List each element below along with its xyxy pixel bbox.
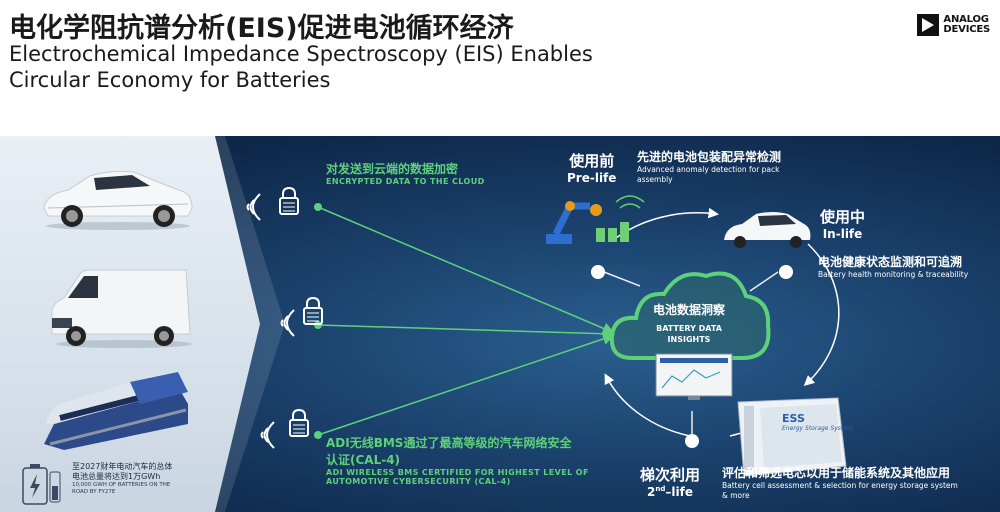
in-life-node bbox=[779, 265, 793, 279]
dashboard-screen bbox=[655, 353, 733, 400]
battery-note-cn-line2: 电池总量将达到1万GWh bbox=[72, 472, 161, 481]
second-life-desc-en-line2: & more bbox=[722, 491, 750, 500]
insights-en-line1: BATTERY DATA bbox=[656, 324, 722, 333]
battery-total-note: 至2027财年电动汽车的总体 电池总量将达到1万GWh 10,000 GWh o… bbox=[72, 462, 212, 496]
in-life-car-image bbox=[724, 212, 811, 248]
in-life-desc-en: Battery health monitoring & traceability bbox=[818, 270, 969, 279]
pre-life-node bbox=[591, 265, 605, 279]
pre-life-desc-cn: 先进的电池包装配异常检测 bbox=[637, 150, 782, 164]
pre-life-desc-en-line2: assembly bbox=[637, 175, 673, 184]
robot-arm-icon bbox=[546, 195, 645, 244]
ess-label: ESS Energy Storage System bbox=[782, 412, 853, 432]
in-life-cn: 使用中 bbox=[820, 208, 866, 226]
second-life-desc-cn: 评估和筛选电芯以用于储能系统及其他应用 bbox=[722, 466, 951, 480]
in-life-title: 使用中 In-life bbox=[820, 206, 865, 241]
battery-data-insights-label: 电池数据洞察 BATTERY DATA INSIGHTS bbox=[648, 301, 730, 345]
bms-en-line1: ADI WIRELESS BMS CERTIFIED FOR HIGHEST L… bbox=[326, 468, 589, 477]
second-life-en: 2nd–life bbox=[647, 485, 693, 499]
pre-life-en: Pre-life bbox=[567, 171, 617, 185]
second-life-cn: 梯次利用 bbox=[640, 466, 701, 484]
bms-cn-line1: ADI无线BMS通过了最高等级的汽车网络安全 bbox=[326, 436, 572, 450]
ess-container-image bbox=[737, 397, 847, 477]
wireless-bms-label: ADI无线BMS通过了最高等级的汽车网络安全 认证(CAL-4) ADI WIR… bbox=[326, 434, 589, 486]
encrypted-data-en: ENCRYPTED DATA TO THE CLOUD bbox=[326, 177, 485, 186]
second-life-description: 评估和筛选电芯以用于储能系统及其他应用 Battery cell assessm… bbox=[722, 464, 958, 501]
title-english-line1: Electrochemical Impedance Spectroscopy (… bbox=[9, 42, 593, 66]
title-chinese: 电化学阻抗谱分析(EIS)促进电池循环经济 bbox=[9, 13, 514, 44]
train-image bbox=[44, 372, 188, 450]
battery-note-en-line1: 10,000 GWh of batteries on the bbox=[72, 482, 171, 488]
van-image bbox=[51, 269, 192, 348]
in-life-desc-cn: 电池健康状态监测和可追溯 bbox=[818, 255, 963, 269]
second-life-desc-en-line1: Battery cell assessment & selection for … bbox=[722, 481, 958, 490]
adi-logo-icon bbox=[917, 14, 940, 36]
lock-icon bbox=[289, 408, 309, 437]
analog-devices-logo: ANALOG DEVICES bbox=[917, 14, 990, 36]
ess-subtitle: Energy Storage System bbox=[782, 425, 853, 432]
in-life-en: In-life bbox=[822, 227, 863, 241]
second-life-title: 梯次利用 2nd–life bbox=[640, 464, 700, 499]
pre-life-description: 先进的电池包装配异常检测 Advanced anomaly detection … bbox=[637, 148, 781, 185]
pre-life-cn: 使用前 bbox=[569, 152, 615, 170]
ess-title: ESS bbox=[782, 412, 805, 425]
wifi-icon bbox=[260, 421, 275, 449]
logo-text-line2: DEVICES bbox=[943, 24, 990, 35]
wifi-icon bbox=[280, 309, 295, 337]
battery-note-cn-line1: 至2027财年电动汽车的总体 bbox=[72, 462, 173, 471]
insights-en-line2: INSIGHTS bbox=[667, 335, 711, 344]
title-english-line2: Circular Economy for Batteries bbox=[9, 68, 331, 92]
logo-text-line1: ANALOG bbox=[943, 14, 989, 25]
pre-life-title: 使用前 Pre-life bbox=[567, 150, 616, 185]
insights-cn: 电池数据洞察 bbox=[652, 303, 725, 317]
encrypted-data-label: 对发送到云端的数据加密 ENCRYPTED DATA TO THE CLOUD bbox=[326, 160, 485, 186]
data-flow-lines bbox=[314, 203, 615, 439]
main-diagram: 至2027财年电动汽车的总体 电池总量将达到1万GWh 10,000 GWh o… bbox=[0, 136, 1000, 512]
encrypted-data-cn: 对发送到云端的数据加密 bbox=[326, 162, 459, 176]
header: 电化学阻抗谱分析(EIS)促进电池循环经济 Electrochemical Im… bbox=[0, 0, 1000, 136]
lock-icon bbox=[303, 296, 323, 325]
bms-en-line2: AUTOMOTIVE CYBERSECURITY (CAL-4) bbox=[326, 477, 511, 486]
suv-image bbox=[43, 171, 193, 230]
battery-note-en-line2: road by FY27E bbox=[72, 489, 116, 495]
cloud-icon bbox=[609, 271, 771, 360]
in-life-description: 电池健康状态监测和可追溯 Battery health monitoring &… bbox=[818, 253, 968, 280]
second-life-node bbox=[685, 434, 699, 448]
wifi-icon bbox=[246, 193, 261, 221]
pre-life-desc-en-line1: Advanced anomaly detection for pack bbox=[637, 165, 780, 174]
flow-diagram bbox=[314, 195, 847, 477]
battery-icon bbox=[22, 464, 61, 505]
bms-cn-line2: 认证(CAL-4) bbox=[326, 453, 401, 467]
lock-icon bbox=[279, 186, 299, 215]
